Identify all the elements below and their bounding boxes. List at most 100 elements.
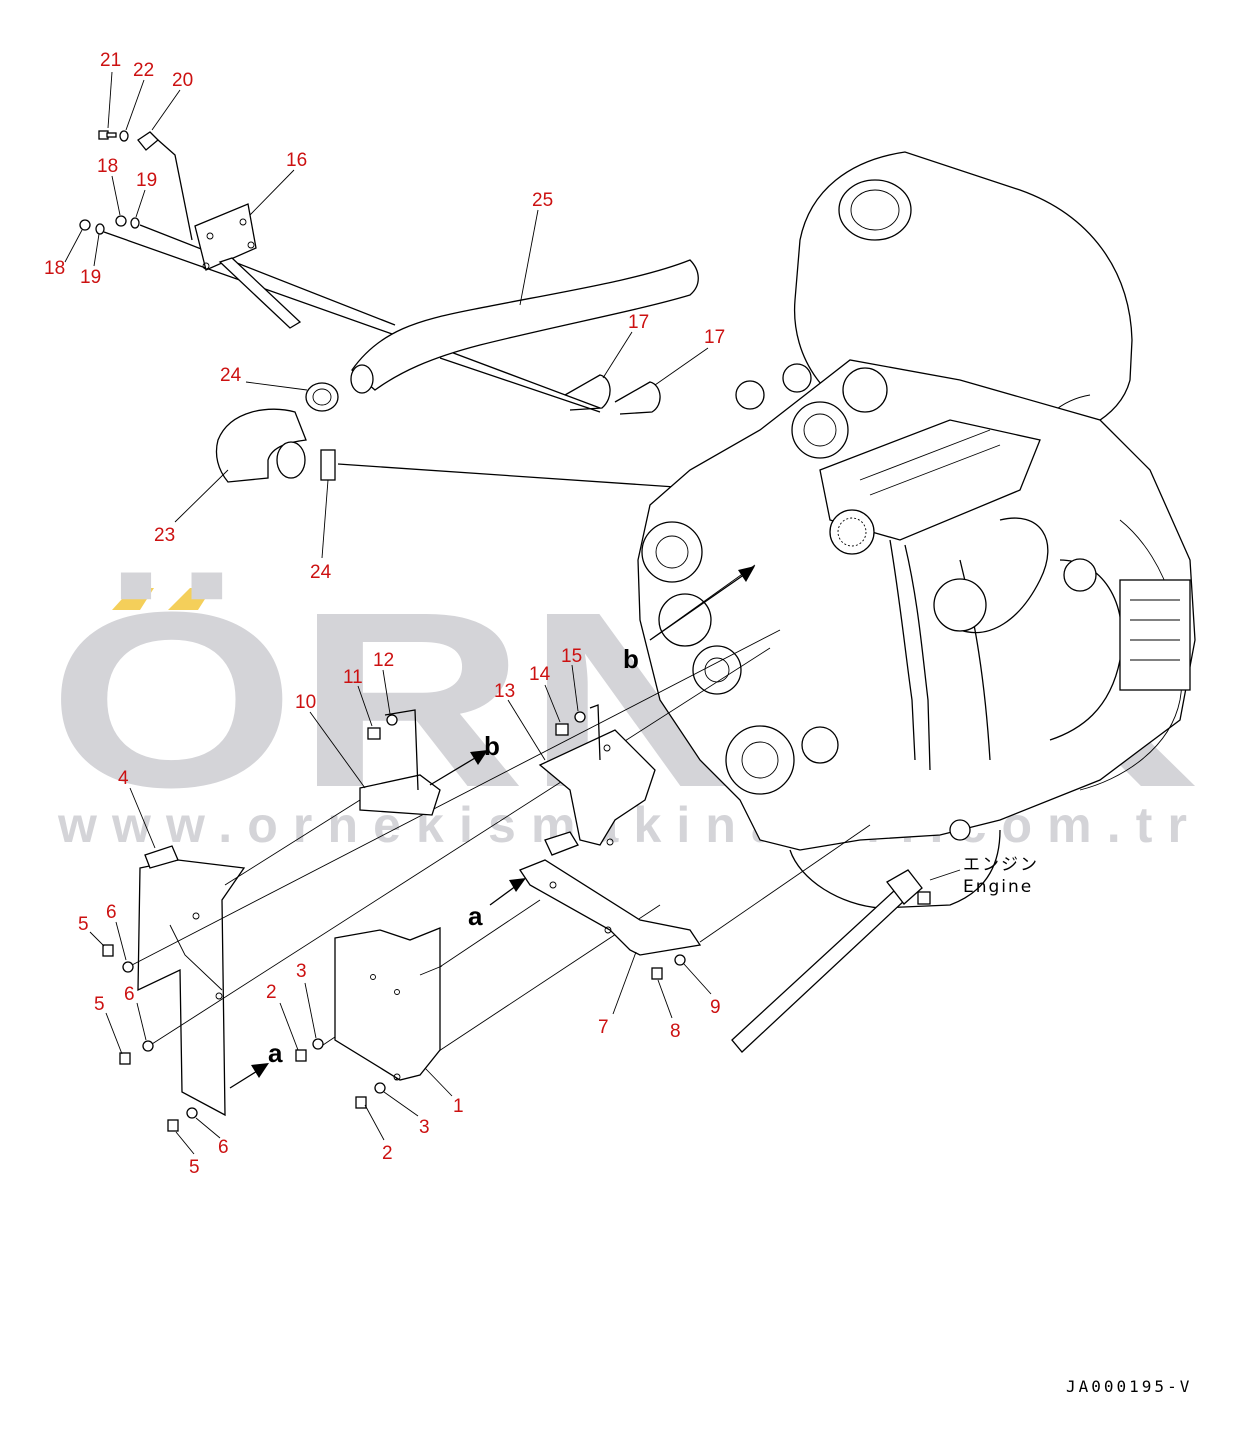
leader-6b	[136, 1002, 147, 1041]
clamp-part-24b	[320, 449, 336, 481]
turbocharger	[791, 401, 849, 459]
washer-part-19b	[95, 223, 105, 235]
sensor-pipe-body	[731, 889, 906, 1053]
bolt-part-5a	[102, 944, 114, 957]
oil-pan	[789, 829, 1001, 909]
callout-19b: 19	[80, 267, 101, 288]
leader-25	[519, 209, 539, 306]
intake-hose	[959, 517, 1049, 634]
bracket-4-hole-2	[215, 992, 223, 1000]
leader-17b	[654, 347, 709, 386]
callout-5a: 5	[78, 914, 89, 935]
cover-1-hole-3	[393, 1073, 401, 1081]
sensor-pipe	[731, 869, 931, 1053]
turbo-housing	[842, 367, 888, 413]
leader-17a	[602, 331, 633, 379]
leader-10	[309, 711, 366, 789]
callout-10: 10	[295, 692, 316, 713]
bracket-13-hole-1	[603, 744, 611, 752]
bracket-13-hole-2	[606, 838, 614, 846]
idler-pulley	[692, 645, 742, 695]
drain-plug	[949, 819, 971, 841]
cover-1-hole-2	[394, 989, 400, 995]
sensor-pipe-nut	[886, 869, 923, 905]
document-code: JA000195-V	[1066, 1377, 1192, 1396]
bracket-4-tab	[144, 845, 179, 869]
ref-arrow-b1-shaft	[649, 571, 749, 641]
clamp-leader-to-engine	[337, 463, 691, 489]
leader-6c	[195, 1117, 221, 1139]
leader-8	[657, 979, 673, 1019]
leader-19b	[93, 233, 100, 267]
bolt-part-21-shank	[106, 132, 117, 138]
bracket-arm	[218, 257, 302, 329]
leader-6a	[115, 921, 127, 961]
callout-12: 12	[373, 650, 394, 671]
leader-12	[382, 669, 391, 715]
engine-label-japanese: エンジン	[963, 855, 1039, 875]
ref-arrow-a2-head	[251, 1063, 269, 1078]
callout-17b: 17	[704, 327, 725, 348]
bracket-13-stud	[589, 704, 601, 761]
sensor-left	[735, 380, 765, 410]
lower-bracket-assembly	[102, 564, 871, 1132]
leader-21	[107, 71, 113, 129]
callout-3a: 3	[296, 961, 307, 982]
leader-15	[571, 664, 579, 712]
turbo-core	[803, 413, 837, 447]
leader-2a	[279, 1002, 299, 1051]
callout-2a: 2	[266, 982, 277, 1003]
tube-part-25	[351, 259, 699, 391]
bolt-part-14	[555, 723, 569, 736]
callout-11: 11	[343, 667, 363, 688]
filler-cap-grip	[837, 517, 867, 547]
washer-part-3b	[374, 1082, 386, 1094]
bracket-part-13	[538, 729, 656, 846]
fuel-line-2	[904, 544, 931, 771]
sensor-pipe-tip	[917, 891, 931, 905]
ref-arrow-b1-head	[738, 566, 755, 582]
bolt-part-11	[367, 727, 381, 740]
bracket-hole-3	[202, 262, 210, 270]
washer-part-22	[119, 130, 129, 142]
washer-part-15	[574, 711, 586, 723]
cover-1-hole-1	[370, 974, 376, 980]
bolt-part-5b	[119, 1052, 131, 1065]
fan-pulley	[641, 521, 703, 583]
callout-6c: 6	[218, 1137, 229, 1158]
ref-a-stay: a	[468, 901, 483, 931]
leader-18b	[64, 229, 83, 263]
stay-7-tab	[544, 831, 579, 856]
rod-upper	[139, 224, 396, 326]
guide-line-3	[224, 799, 361, 886]
leader-lines	[64, 71, 961, 1155]
ref-arrow-b2-shaft	[429, 754, 481, 786]
bolt-part-2a	[295, 1049, 307, 1062]
callout-18b: 18	[44, 258, 65, 279]
bracket-hole-4	[247, 241, 255, 249]
fuel-line-1	[889, 539, 916, 761]
callout-14: 14	[529, 664, 551, 685]
tube-end	[350, 364, 374, 394]
callout-20: 20	[172, 70, 193, 91]
callout-5c: 5	[189, 1157, 200, 1178]
head-rib-1	[859, 429, 991, 481]
bracket-part-4	[137, 859, 246, 1117]
ref-arrow-b2-head	[470, 750, 488, 765]
callout-23: 23	[154, 525, 175, 546]
ref-b-engine: b	[623, 644, 639, 674]
washer-part-12	[386, 714, 398, 726]
u-bolt-part-17a	[564, 374, 611, 411]
callout-labels: 21 22 20 18 19 16 25 18 19 17 17 24 23 2…	[44, 50, 725, 1178]
washer-part-19a	[130, 217, 140, 229]
leader-11	[357, 685, 373, 727]
leader-3b	[383, 1091, 419, 1117]
fan-pulley-hub	[655, 535, 689, 569]
leader-5c	[175, 1131, 195, 1155]
callout-5b: 5	[94, 994, 105, 1015]
ref-b-bracket: b	[484, 731, 500, 761]
head-rib-2	[869, 444, 1001, 496]
bracket-4-hole-1	[192, 912, 200, 920]
sensor-right	[782, 363, 812, 393]
